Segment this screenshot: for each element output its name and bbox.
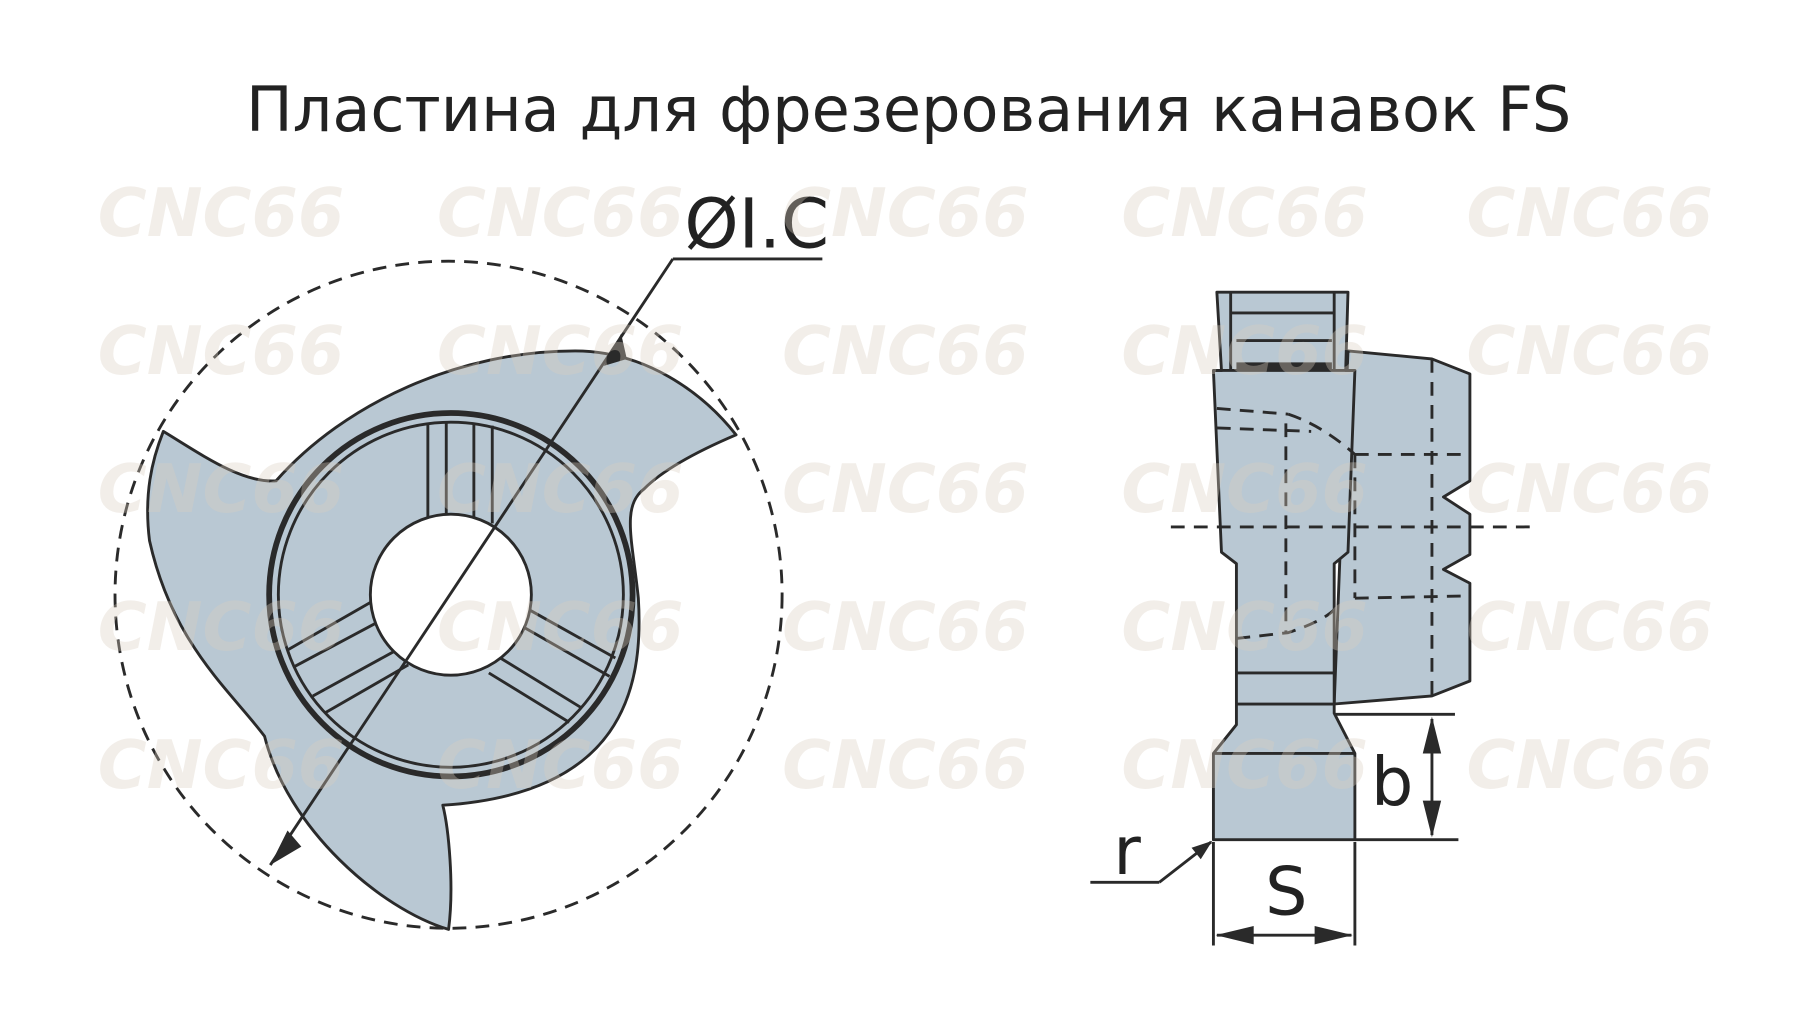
watermark-text: CNC66 (437, 588, 684, 666)
arrow-head-icon (1191, 840, 1213, 860)
arrow-head-icon (603, 333, 627, 366)
spokes (286, 422, 617, 724)
inscribed-circle (113, 259, 784, 930)
watermark-text: CNC66 (437, 174, 684, 252)
watermark-text: CNC66 (782, 312, 1029, 390)
watermark-text: CNC66 (98, 726, 345, 804)
watermark-text: CNC66 (1121, 174, 1368, 252)
watermark-text: CNC66 (437, 450, 684, 528)
watermark-text: CNC66 (98, 450, 345, 528)
arrow-head-icon (270, 830, 302, 866)
b-label: b (1371, 743, 1413, 821)
watermark-text: CNC66 (437, 726, 684, 804)
watermark-text: CNC66 (1121, 588, 1368, 666)
watermark-text: CNC66 (782, 726, 1029, 804)
watermark-text: CNC66 (1466, 312, 1713, 390)
arrow-head-icon (1314, 925, 1353, 945)
arrow-head-icon (1215, 925, 1254, 945)
insert-side-view: b S r (1090, 290, 1536, 946)
ring-outer (266, 410, 636, 780)
watermark-text: CNC66 (1466, 450, 1713, 528)
s-dimension: S (1211, 842, 1357, 946)
arrow-head-icon (1422, 716, 1442, 754)
watermark-text: CNC66 (1466, 726, 1713, 804)
watermark-text: CNC66 (782, 450, 1029, 528)
watermark-text: CNC66 (437, 312, 684, 390)
arrow-head-icon (1422, 800, 1442, 838)
insert-front-view: ØI.C (113, 184, 829, 931)
watermark-text: CNC66 (98, 174, 345, 252)
watermark-text: CNC66 (98, 312, 345, 390)
watermark-text: CNC66 (1121, 312, 1368, 390)
watermark-text: CNC66 (1466, 174, 1713, 252)
body-details (1213, 292, 1355, 755)
diameter-label: ØI.C (684, 184, 829, 264)
watermark-text: CNC66 (1121, 450, 1368, 528)
watermark-text: CNC66 (1121, 726, 1368, 804)
s-label: S (1265, 852, 1307, 930)
r-label: r (1113, 812, 1141, 890)
watermark-text: CNC66 (782, 174, 1029, 252)
r-dimension: r (1090, 812, 1213, 890)
watermark-text: CNC66 (782, 588, 1029, 666)
watermark-text: CNC66 (1466, 588, 1713, 666)
b-dimension: b (1334, 712, 1459, 842)
diagram-title: Пластина для фрезерования канавок FS (246, 73, 1571, 146)
ring-inner (276, 420, 625, 769)
diameter-dimension-line (269, 258, 675, 866)
watermark-text: CNC66 (98, 588, 345, 666)
